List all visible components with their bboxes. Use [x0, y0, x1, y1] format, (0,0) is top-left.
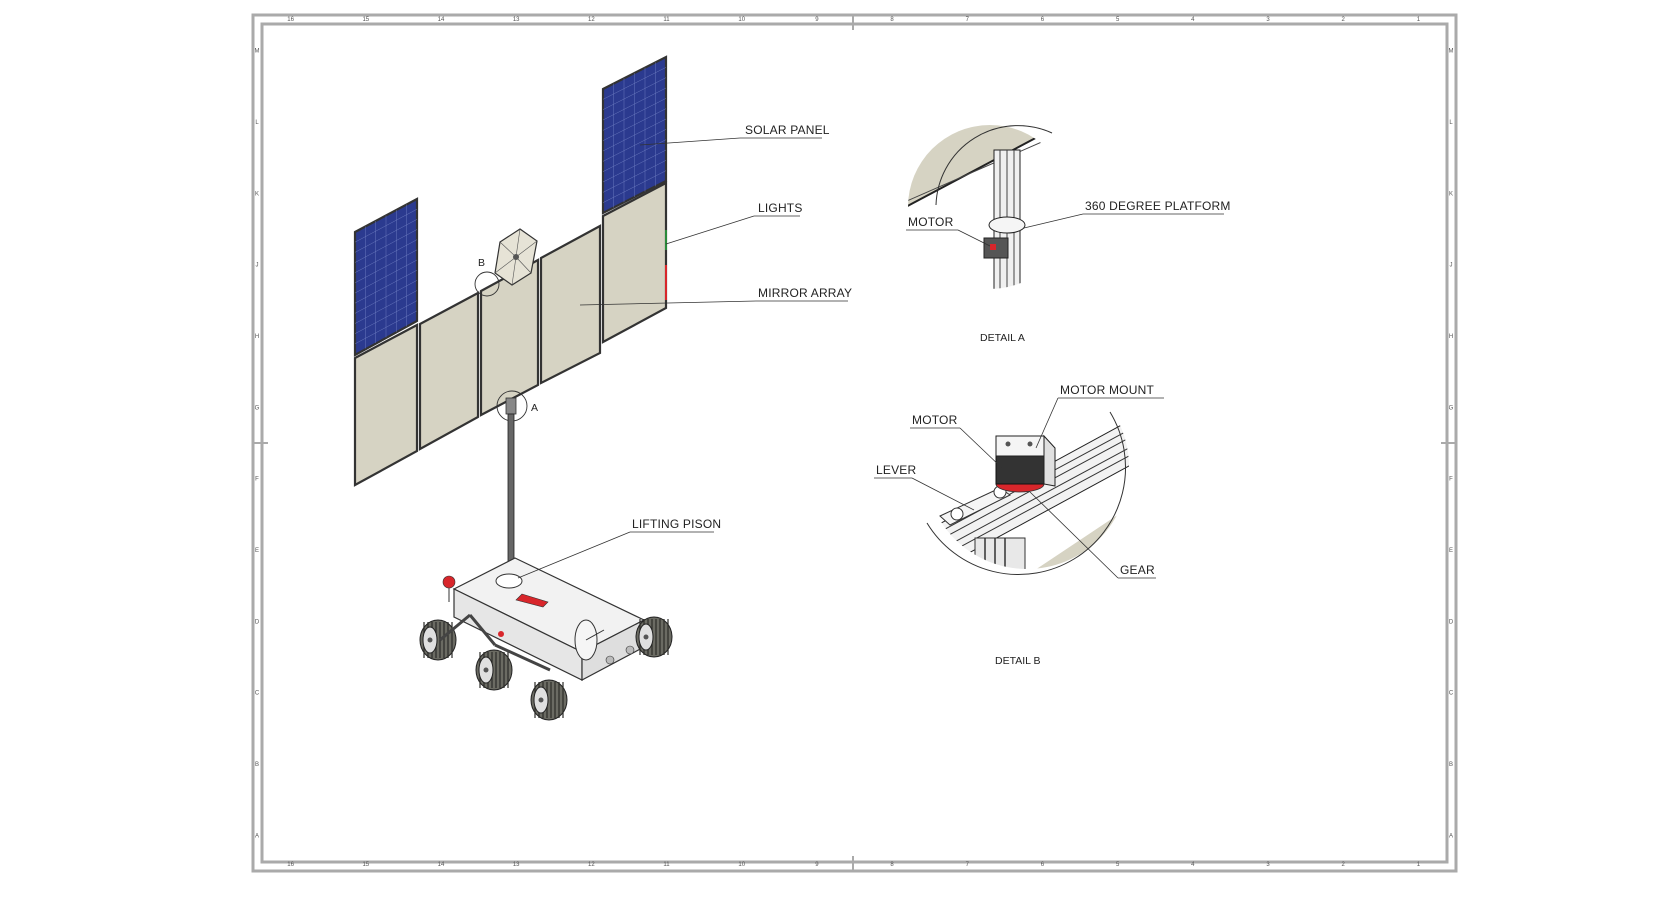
zone-column-label: 8	[890, 862, 894, 868]
detail-a-callout-platform: 360 DEGREE PLATFORM	[1023, 199, 1231, 229]
zone-row-label: J	[256, 263, 259, 269]
svg-text:LIFTING PISON: LIFTING PISON	[632, 517, 721, 531]
wheel	[475, 649, 513, 691]
zone-row-label: B	[255, 762, 259, 768]
zone-row-label: E	[1449, 548, 1453, 554]
zone-column-label: 1	[1417, 17, 1421, 23]
zone-column-label: 7	[966, 862, 970, 868]
callout-solar-panel: SOLAR PANEL	[639, 123, 830, 146]
zone-column-label: 1	[1417, 862, 1421, 868]
zone-column-label: 16	[287, 862, 294, 868]
zone-row-label: M	[1449, 49, 1454, 55]
zone-column-label: 2	[1342, 17, 1346, 23]
zone-column-label: 5	[1116, 862, 1120, 868]
zone-row-label: A	[255, 833, 259, 839]
zone-column-label: 13	[513, 862, 520, 868]
rover-assembly-view: B A	[353, 55, 673, 721]
zone-column-label: 15	[362, 862, 369, 868]
zone-column-label: 5	[1116, 17, 1120, 23]
zone-row-label: F	[255, 477, 259, 483]
zone-column-label: 6	[1041, 17, 1045, 23]
drawing-frame	[251, 13, 1458, 873]
zone-row-label: G	[255, 405, 260, 411]
zone-row-label: C	[1449, 691, 1454, 697]
zone-row-label: D	[255, 619, 260, 625]
svg-text:MIRROR ARRAY: MIRROR ARRAY	[758, 286, 852, 300]
svg-text:GEAR: GEAR	[1120, 563, 1155, 577]
wheel	[530, 679, 568, 721]
detail-b-title: DETAIL B	[995, 655, 1041, 667]
zone-column-label: 9	[815, 17, 819, 23]
zone-row-label: H	[1449, 334, 1453, 340]
zone-row-label: L	[1449, 120, 1453, 126]
svg-text:360 DEGREE PLATFORM: 360 DEGREE PLATFORM	[1085, 199, 1231, 213]
zone-row-label: G	[1449, 405, 1454, 411]
detail-a-view	[908, 125, 1072, 289]
rover-wheels	[419, 616, 673, 721]
zone-column-label: 12	[588, 862, 595, 868]
callout-lifting-piston: LIFTING PISON	[517, 517, 721, 579]
zone-column-label: 14	[438, 862, 445, 868]
svg-text:MOTOR: MOTOR	[908, 215, 954, 229]
mirror-array-panels	[353, 181, 668, 487]
zone-row-label: L	[255, 120, 259, 126]
detail-b-callout-lever: LEVER	[874, 463, 975, 511]
zone-column-label: 8	[890, 17, 894, 23]
detail-marker-a-label: A	[531, 402, 538, 414]
zone-column-label: 10	[738, 862, 745, 868]
detail-marker-b-label: B	[478, 257, 485, 269]
zone-column-label: 14	[438, 17, 445, 23]
zone-column-label: 15	[362, 17, 369, 23]
svg-text:SOLAR PANEL: SOLAR PANEL	[745, 123, 830, 137]
detail-b-callout-motor: MOTOR	[910, 413, 1003, 469]
zone-column-label: 7	[966, 17, 970, 23]
svg-text:MOTOR: MOTOR	[912, 413, 958, 427]
light-fixture	[494, 228, 538, 286]
zone-column-label: 3	[1266, 862, 1270, 868]
zone-column-label: 2	[1342, 862, 1346, 868]
zone-row-label: B	[1449, 762, 1453, 768]
zone-column-label: 4	[1191, 17, 1195, 23]
callout-mirror-array: MIRROR ARRAY	[579, 286, 852, 306]
svg-text:MOTOR MOUNT: MOTOR MOUNT	[1060, 383, 1154, 397]
wheel	[635, 616, 673, 658]
zone-column-label: 3	[1266, 17, 1270, 23]
lifting-mast	[505, 397, 517, 575]
detail-b-callout-motor-mount: MOTOR MOUNT	[1035, 383, 1164, 449]
zone-column-label: 12	[588, 17, 595, 23]
detail-b-callout-gear: GEAR	[1029, 491, 1156, 579]
callout-lights: LIGHTS	[665, 201, 803, 245]
suspension-arms	[439, 613, 551, 672]
zone-column-label: 4	[1191, 862, 1195, 868]
zone-labels: 1616151514141313121211111010998877665544…	[255, 17, 1454, 868]
zone-column-label: 11	[663, 17, 670, 23]
zone-column-label: 9	[815, 862, 819, 868]
wheel	[419, 619, 457, 661]
svg-text:LEVER: LEVER	[876, 463, 916, 477]
zone-row-label: M	[255, 49, 260, 55]
rover-chassis	[442, 557, 646, 681]
detail-a-callout-motor: MOTOR	[906, 215, 991, 247]
zone-column-label: 10	[738, 17, 745, 23]
solar-panel-left	[353, 197, 419, 357]
zone-column-label: 13	[513, 17, 520, 23]
zone-column-label: 6	[1041, 862, 1045, 868]
detail-a-title: DETAIL A	[980, 332, 1025, 344]
zone-row-label: A	[1449, 833, 1453, 839]
zone-row-label: C	[255, 691, 260, 697]
zone-row-label: K	[1449, 191, 1453, 197]
svg-text:LIGHTS: LIGHTS	[758, 201, 803, 215]
solar-panel-right	[601, 55, 668, 215]
zone-column-label: 16	[287, 17, 294, 23]
zone-row-label: J	[1450, 263, 1453, 269]
zone-row-label: H	[255, 334, 259, 340]
zone-row-label: E	[255, 548, 259, 554]
zone-row-label: D	[1449, 619, 1454, 625]
zone-row-label: K	[255, 191, 259, 197]
zone-row-label: F	[1449, 477, 1453, 483]
detail-marker-b: B	[474, 257, 500, 297]
zone-column-label: 11	[663, 862, 670, 868]
